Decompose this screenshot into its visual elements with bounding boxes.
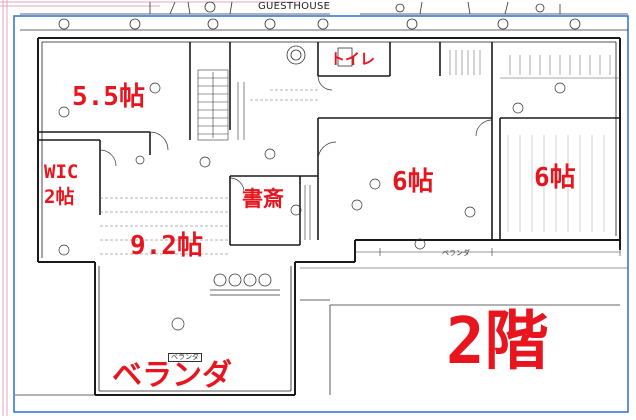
- plan-header-title: GUESTHOUSE: [258, 1, 331, 12]
- east-room-pattern: [507, 135, 605, 232]
- room-label-wic-line1: WIC: [44, 161, 79, 183]
- room-label-toilet: トイレ: [330, 50, 376, 68]
- header-scraps: [20, 1, 628, 15]
- veranda-small-tag: ベランダ: [168, 353, 202, 362]
- room-label-bedroom-nw: 5.5帖: [72, 82, 145, 112]
- room-label-veranda: ベランダ: [112, 358, 232, 393]
- blue-frame: [13, 15, 629, 413]
- grid-markers: [58, 82, 566, 331]
- wall-inner-lines: [41, 41, 617, 392]
- room-label-hall: 9.2帖: [130, 231, 203, 261]
- room-label-east: 6帖: [534, 163, 576, 193]
- toilet-fixture: [286, 45, 353, 67]
- staircase: [197, 69, 311, 240]
- room-label-wic-line2: 2帖: [44, 186, 75, 208]
- pink-ruled-lines: [0, 0, 300, 416]
- veranda-railing: [15, 273, 620, 396]
- interior-walls: [38, 42, 620, 246]
- hall-lines: [100, 89, 318, 255]
- grid-markers-top: [20, 18, 628, 31]
- closet-hatching: [449, 50, 620, 79]
- veranda-east-tag: ベランダ: [442, 249, 470, 257]
- room-label-center: 6帖: [392, 167, 434, 197]
- dimension-lines: [300, 248, 628, 269]
- floor-label: 2階: [446, 305, 549, 379]
- door-swings: [99, 75, 493, 193]
- outer-walls: [37, 37, 621, 396]
- room-label-study: 書斎: [242, 187, 284, 211]
